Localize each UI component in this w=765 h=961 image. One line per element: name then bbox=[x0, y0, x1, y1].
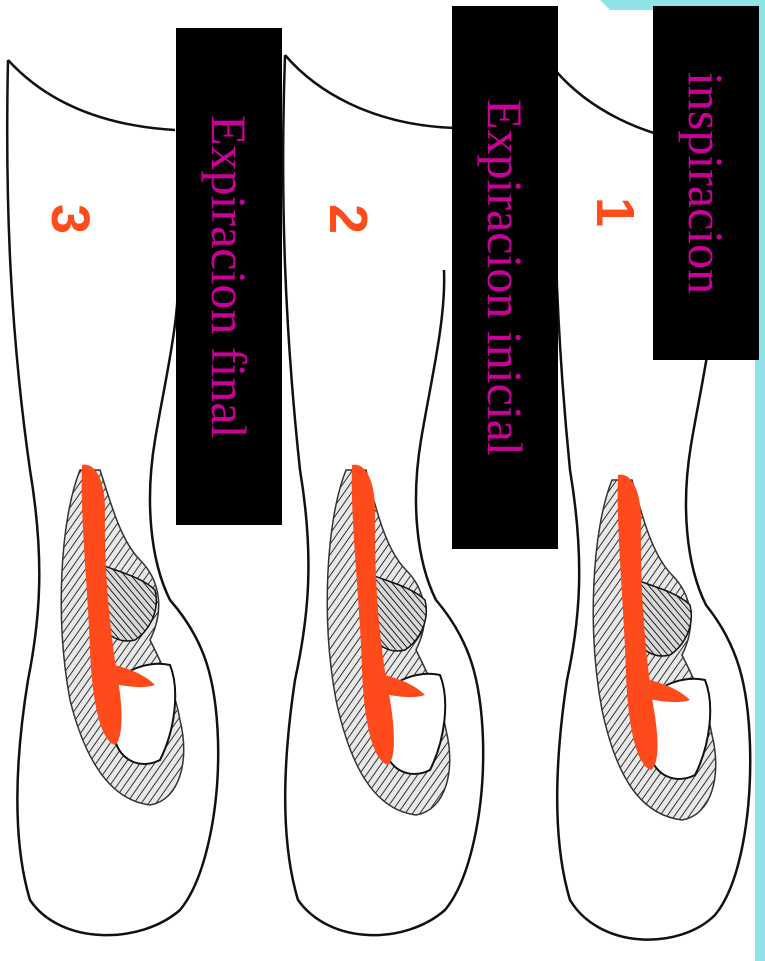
panel-2-label: Expiracion inicial bbox=[480, 99, 530, 456]
panel-1-label-box: inspiracion bbox=[653, 6, 759, 360]
panel-1-number: 1 bbox=[588, 182, 642, 242]
panel-3-larynx bbox=[61, 470, 183, 805]
panel-1-larynx bbox=[593, 480, 715, 820]
panel-1-label: inspiracion bbox=[681, 72, 731, 294]
panel-3-label: Expiracion final bbox=[204, 115, 254, 439]
panel-2-label-box: Expiracion inicial bbox=[452, 6, 558, 549]
panel-2-number: 2 bbox=[321, 189, 375, 249]
panel-3-number: 3 bbox=[43, 189, 97, 249]
panel-3-label-box: Expiracion final bbox=[176, 28, 282, 525]
